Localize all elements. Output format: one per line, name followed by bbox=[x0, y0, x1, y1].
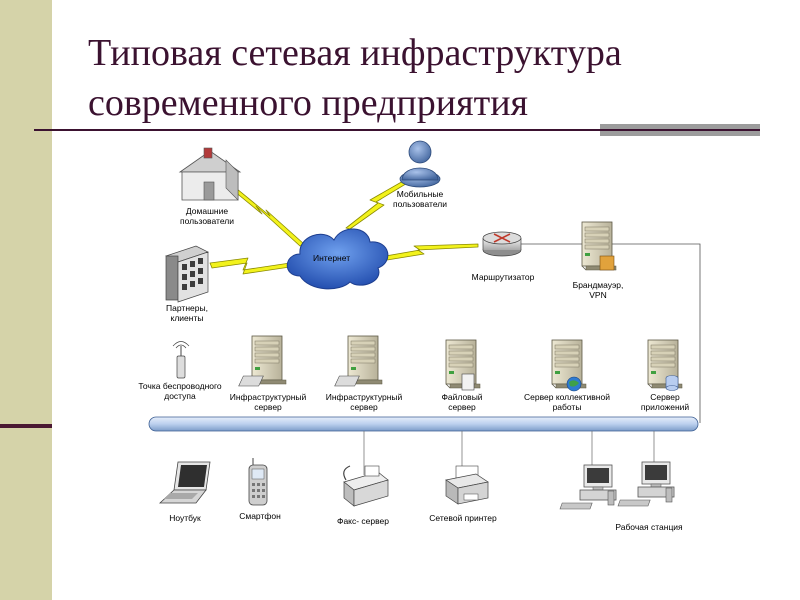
slide-sidebar bbox=[0, 0, 52, 600]
label-partners: Партнеры,клиенты bbox=[166, 303, 208, 323]
label-app-server-line-1: Сервер bbox=[650, 392, 680, 402]
label-firewall: Брандмауэр,VPN bbox=[573, 280, 624, 300]
wireless-ap-icon bbox=[172, 341, 190, 379]
label-firewall-line-1: Брандмауэр, bbox=[573, 280, 624, 290]
label-infra-server-1-line-2: сервер bbox=[254, 402, 282, 412]
label-infra-server-2-line-2: сервер bbox=[350, 402, 378, 412]
label-fax-server: Факс- сервер bbox=[337, 516, 389, 526]
label-smartphone-line-1: Смартфон bbox=[239, 511, 281, 521]
label-app-server-line-2: приложений bbox=[641, 402, 690, 412]
home-icon bbox=[178, 147, 242, 201]
mobile-user-icon bbox=[399, 140, 441, 188]
label-router: Маршрутизатор bbox=[472, 272, 535, 282]
label-laptop-line-1: Ноутбук bbox=[169, 513, 201, 523]
slide-title-line1: Типовая сетевая инфраструктура bbox=[88, 32, 622, 74]
label-network-printer-line-1: Сетевой принтер bbox=[429, 513, 497, 523]
label-smartphone: Смартфон bbox=[239, 511, 281, 521]
label-file-server-line-2: сервер bbox=[448, 402, 476, 412]
label-home-users-line-2: пользователи bbox=[180, 216, 234, 226]
label-internet-line-1: Интернет bbox=[313, 253, 350, 263]
title-underline bbox=[34, 129, 600, 131]
sidebar-accent-line bbox=[0, 424, 52, 428]
router-to-bus-link bbox=[521, 243, 701, 423]
label-home-users-line-1: Домашние bbox=[186, 206, 228, 216]
infra-server-2-icon bbox=[334, 335, 383, 387]
label-network-printer: Сетевой принтер bbox=[429, 513, 497, 523]
lightning-partners-internet bbox=[209, 257, 291, 275]
label-mobile-users-line-1: Мобильные bbox=[397, 189, 444, 199]
label-infra-server-1-line-1: Инфраструктурный bbox=[230, 392, 307, 402]
infra-server-1-icon bbox=[238, 335, 287, 387]
file-server-icon bbox=[445, 339, 481, 391]
fax-server-icon bbox=[343, 465, 389, 507]
label-router-line-1: Маршрутизатор bbox=[472, 272, 535, 282]
internet-cloud bbox=[286, 228, 389, 290]
workstation-1-icon bbox=[559, 464, 617, 510]
label-wireless-ap-line-1: Точка беспроводного bbox=[138, 381, 222, 391]
title-accent-bar bbox=[600, 124, 760, 136]
app-server-icon bbox=[647, 339, 683, 391]
slide-title-line2: современного предприятия bbox=[88, 82, 529, 124]
label-file-server-line-1: Файловый bbox=[441, 392, 482, 402]
slide-title: Типовая сетевая инфраструктура современн… bbox=[88, 28, 748, 128]
smartphone-icon bbox=[248, 458, 268, 506]
label-workstation: Рабочая станция bbox=[615, 522, 683, 532]
lightning-internet-router bbox=[373, 243, 479, 263]
label-internet: Интернет bbox=[313, 253, 350, 263]
label-infra-server-2-line-1: Инфраструктурный bbox=[326, 392, 403, 402]
label-collab-server-line-2: работы bbox=[553, 402, 582, 412]
firewall-server-icon bbox=[581, 221, 617, 271]
network-bus bbox=[148, 416, 699, 432]
workstation-2-icon bbox=[617, 461, 675, 507]
label-fax-server-line-1: Факс- сервер bbox=[337, 516, 389, 526]
label-collab-server-line-1: Сервер коллективной bbox=[524, 392, 610, 402]
label-wireless-ap-line-2: доступа bbox=[164, 391, 196, 401]
network-printer-icon bbox=[445, 465, 489, 505]
label-laptop: Ноутбук bbox=[169, 513, 201, 523]
partners-building-icon bbox=[165, 245, 209, 303]
bus-drops bbox=[363, 431, 655, 475]
label-firewall-line-2: VPN bbox=[589, 290, 606, 300]
laptop-icon bbox=[158, 461, 211, 504]
label-partners-line-2: клиенты bbox=[171, 313, 204, 323]
router-icon bbox=[482, 231, 522, 257]
label-partners-line-1: Партнеры, bbox=[166, 303, 208, 313]
collab-server-icon bbox=[551, 339, 587, 392]
label-mobile-users-line-2: пользователи bbox=[393, 199, 447, 209]
label-workstation-line-1: Рабочая станция bbox=[615, 522, 683, 532]
